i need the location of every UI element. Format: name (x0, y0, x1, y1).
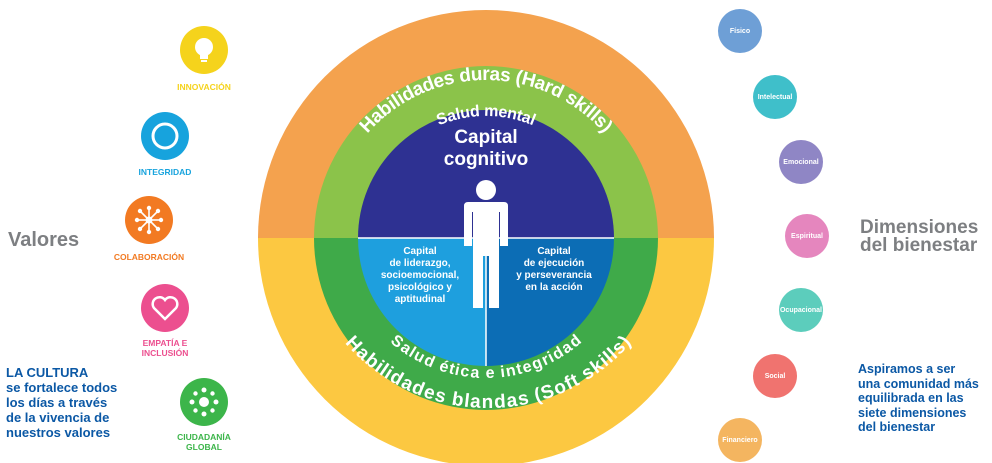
value-icon-empatia (141, 284, 189, 332)
dimension-label: Social (764, 372, 786, 380)
dimensions-title: Dimensiones del bienestar (860, 217, 979, 256)
value-label-ciudadania: CIUDADANÍA GLOBAL (177, 432, 231, 452)
core-left (358, 238, 486, 366)
dimension-fisico: Físico (718, 9, 762, 53)
dimension-ocupacional: Ocupacional (779, 288, 823, 332)
right-quadrant-line: en la acción (525, 282, 582, 293)
lightbulb-icon (180, 26, 228, 74)
value-label-empatia: EMPATÍA E INCLUSIÓN (141, 338, 189, 358)
core-title-line1: Capital (454, 127, 517, 148)
value-label-colaboracion: COLABORACIÓN (113, 252, 185, 262)
right-quadrant-text: Capital de ejecución y perseverancia en … (516, 246, 592, 293)
left-quadrant-line: socioemocional, (381, 270, 460, 281)
aspire-text: Aspiramos a ser una comunidad más equili… (858, 362, 979, 434)
dimension-label: Emocional (783, 158, 819, 166)
value-icon-integridad (141, 112, 189, 160)
left-quadrant-line: psicológico y (388, 282, 452, 293)
value-icon-innovacion (180, 26, 228, 74)
dimension-social: Social (753, 354, 797, 398)
left-quadrant-line: Capital (403, 246, 437, 257)
right-quadrant-line: y perseverancia (516, 270, 592, 281)
right-quadrant-line: Capital (537, 246, 571, 257)
value-icon-ciudadania (180, 378, 228, 426)
dimension-intelectual: Intelectual (753, 75, 797, 119)
dimension-espiritual: Espiritual (785, 214, 829, 258)
dimension-label: Espiritual (791, 232, 823, 240)
core-right (486, 238, 614, 366)
dimension-label: Financiero (722, 436, 758, 444)
left-quadrant-text: Capital de liderazgo, socioemocional, ps… (381, 246, 460, 305)
core-title-line2: cognitivo (444, 149, 528, 170)
heart-icon (141, 284, 189, 332)
dimension-label: Físico (729, 27, 751, 35)
globe-dots-icon (180, 378, 228, 426)
dimension-emocional: Emocional (779, 140, 823, 184)
dimension-financiero: Financiero (718, 418, 762, 462)
circle-icon (141, 112, 189, 160)
values-title: Valores (8, 229, 80, 251)
core-top (358, 110, 614, 238)
dimension-label: Intelectual (757, 93, 793, 101)
value-icon-colaboracion (125, 196, 173, 244)
right-quadrant-line: de ejecución (524, 258, 585, 269)
value-label-integridad: INTEGRIDAD (138, 167, 192, 177)
left-quadrant-line: aptitudinal (395, 294, 446, 305)
person-icon (464, 180, 508, 308)
value-label-innovacion: INNOVACIÓN (177, 82, 231, 92)
left-quadrant-line: de liderazgo, (389, 258, 450, 269)
dimension-label: Ocupacional (779, 306, 822, 314)
network-icon (125, 196, 173, 244)
culture-text: LA CULTURA se fortalece todos los días a… (6, 365, 118, 440)
